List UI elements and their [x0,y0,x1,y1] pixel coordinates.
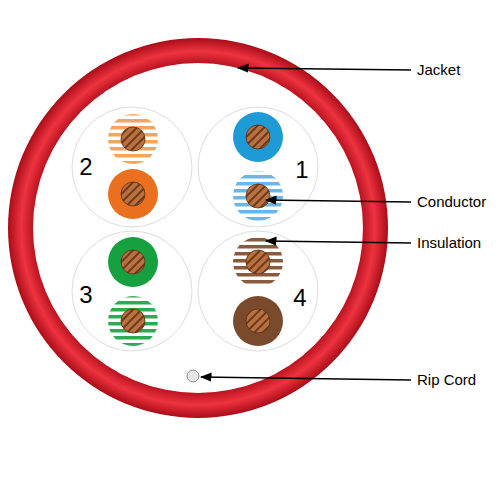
pair-outlines [72,107,318,351]
callout-number: 3 [79,282,92,308]
cable-core [33,63,363,393]
part-label: Conductor [417,194,486,211]
insulation [233,296,283,346]
insulation [108,169,158,219]
callout-number: 4 [293,285,306,311]
callout-number: 1 [295,157,308,183]
insulation [108,237,158,287]
part-label: Rip Cord [417,372,476,389]
insulation [233,171,283,221]
insulation [233,112,283,162]
leader-lines [201,68,411,380]
insulation [233,237,283,287]
jacket [8,38,388,418]
rip-cord [187,370,199,382]
part-label: Insulation [417,235,481,252]
conductors [121,125,270,333]
insulation [108,114,158,164]
callout-number: 2 [79,154,92,180]
part-label: Jacket [417,62,460,79]
insulation [108,296,158,346]
